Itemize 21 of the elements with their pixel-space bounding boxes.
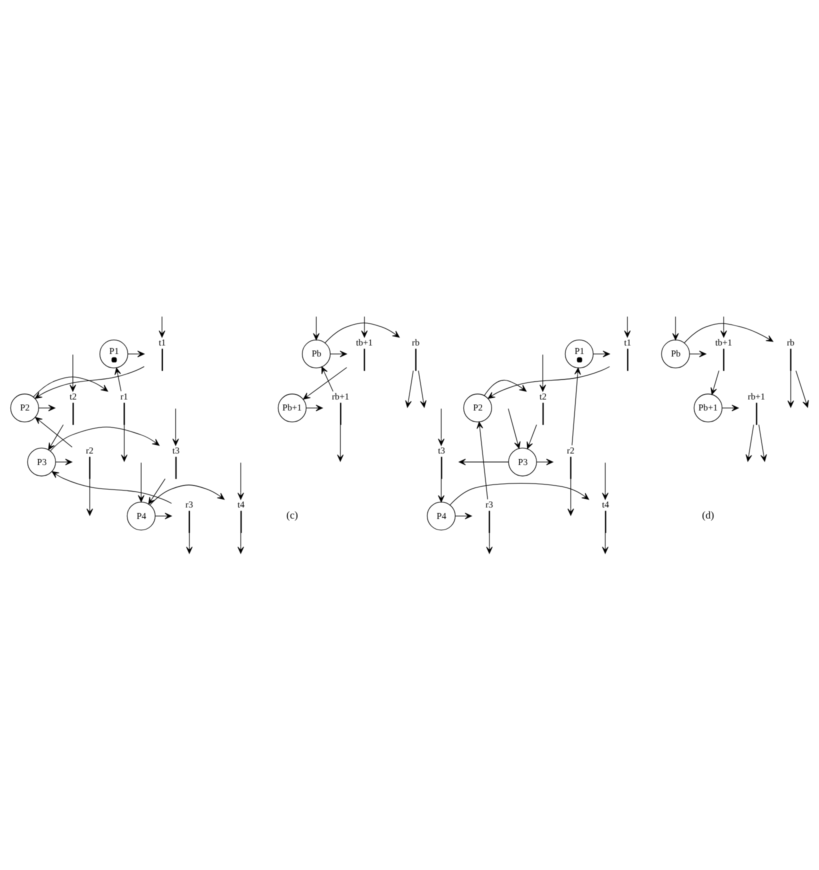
- node-label: t3: [438, 446, 446, 456]
- node-label: t1: [624, 338, 632, 348]
- label: (d): [702, 510, 714, 522]
- node-label: t4: [602, 500, 610, 510]
- node-label: tb+1: [715, 338, 732, 348]
- node-label: tb+1: [356, 338, 373, 348]
- node-label: rb+1: [332, 392, 350, 402]
- node-label: r3: [185, 500, 194, 510]
- node-label: r2: [86, 446, 94, 456]
- node-label: r1: [120, 392, 128, 402]
- node-label: rb: [786, 338, 794, 348]
- node-label: t4: [238, 500, 245, 510]
- node-label: r2: [566, 446, 574, 456]
- node-label: r3: [485, 500, 494, 510]
- node-label: t2: [540, 392, 547, 402]
- node-label: t3: [172, 446, 180, 456]
- label: (c): [286, 510, 298, 522]
- node-label: t1: [158, 338, 166, 348]
- node-label: rb+1: [748, 392, 766, 402]
- node-label: t2: [70, 392, 77, 402]
- node-label: rb: [412, 338, 420, 348]
